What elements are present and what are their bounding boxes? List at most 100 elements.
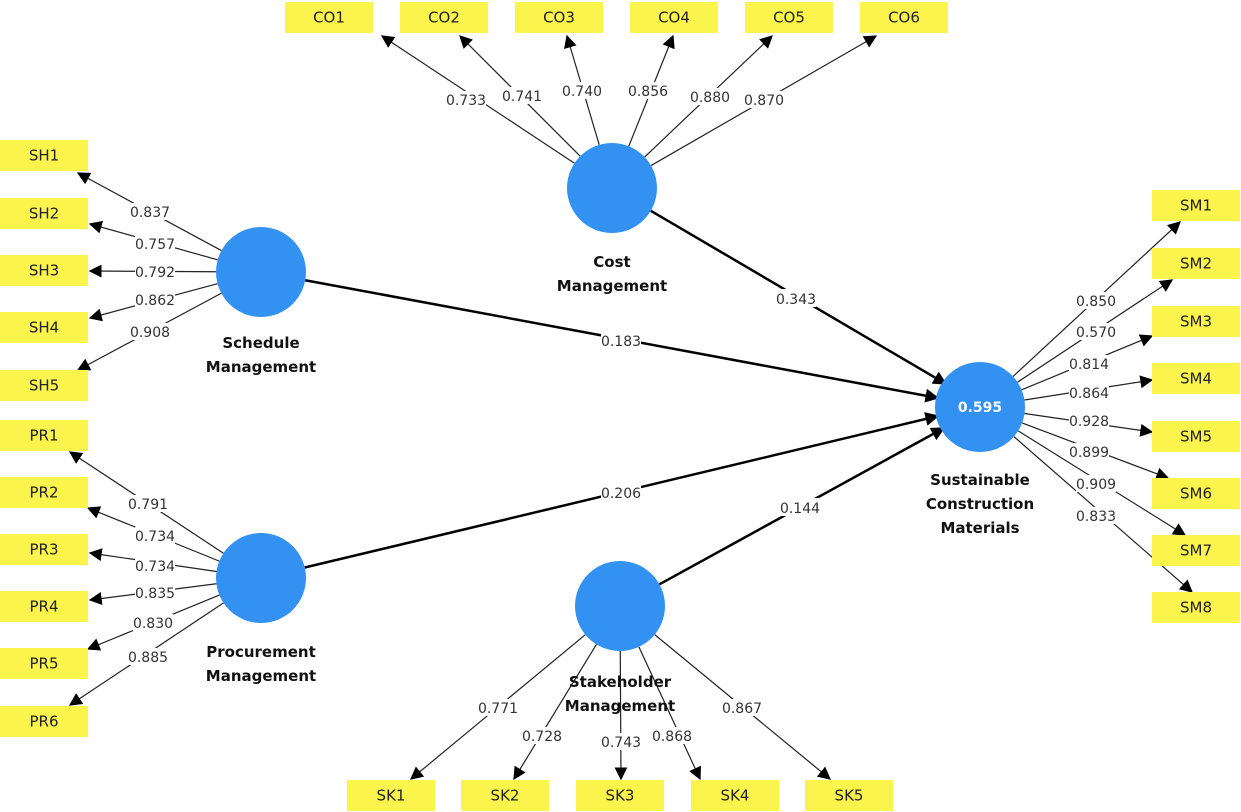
path-coefficient: 0.343 <box>776 292 816 308</box>
indicator-label: SH2 <box>29 205 59 223</box>
indicator-box-sm7[interactable] <box>1152 535 1240 566</box>
indicator-box-sk2[interactable] <box>461 780 549 811</box>
indicator-box-sm1[interactable] <box>1152 190 1240 221</box>
loading-value-bg <box>1076 292 1116 309</box>
indicator-label: PR5 <box>29 655 58 673</box>
outer-loading-value: 0.864 <box>1069 386 1109 402</box>
indicator-box-sk4[interactable] <box>691 780 779 811</box>
indicator-box-sm4[interactable] <box>1152 363 1240 394</box>
indicator-box-co2[interactable] <box>400 2 488 33</box>
outer-loading-value: 0.792 <box>135 265 175 281</box>
path-coefficient-bg <box>776 289 816 307</box>
indicator-box-pr4[interactable] <box>0 591 88 622</box>
indicator-label: SK3 <box>606 787 635 805</box>
indicator-box-sk3[interactable] <box>576 780 664 811</box>
indicator-box-sk5[interactable] <box>805 780 893 811</box>
path-coefficient: 0.206 <box>601 486 641 502</box>
construct-label: Management <box>206 667 316 685</box>
path-coefficient-bg <box>780 498 820 516</box>
loading-value-bg <box>562 82 602 99</box>
indicator-box-sm3[interactable] <box>1152 306 1240 337</box>
construct-node-stk[interactable] <box>575 561 665 651</box>
construct-label: Procurement <box>206 643 316 661</box>
outer-loading-value: 0.734 <box>135 529 175 545</box>
indicator-box-sm6[interactable] <box>1152 478 1240 509</box>
indicator-label: CO5 <box>773 9 805 27</box>
loading-arrow-sk2 <box>513 644 598 781</box>
indicator-label: SH4 <box>29 319 59 337</box>
indicator-box-sk1[interactable] <box>347 780 435 811</box>
indicator-box-co4[interactable] <box>630 2 718 33</box>
loading-value-bg <box>1076 507 1116 524</box>
loading-value-bg <box>135 557 175 574</box>
outer-loading-value: 0.856 <box>628 84 668 100</box>
construct-label: Sustainable <box>930 471 1030 489</box>
indicator-box-pr6[interactable] <box>0 706 88 737</box>
indicator-label: SM8 <box>1180 599 1212 617</box>
loading-value-bg <box>1069 443 1109 460</box>
construct-label: Management <box>565 697 675 715</box>
indicator-box-co1[interactable] <box>285 2 373 33</box>
loading-value-bg <box>1069 384 1109 401</box>
construct-node-prc[interactable] <box>216 533 306 623</box>
loading-value-bg <box>128 495 168 512</box>
indicator-box-pr1[interactable] <box>0 420 88 451</box>
outer-loading-value: 0.899 <box>1069 445 1109 461</box>
indicator-box-pr2[interactable] <box>0 477 88 508</box>
outer-loading-value: 0.835 <box>135 586 175 602</box>
outer-loading-value: 0.850 <box>1076 294 1116 310</box>
outer-loading-value: 0.757 <box>135 237 175 253</box>
outer-loading-value: 0.885 <box>128 650 168 666</box>
indicator-label: CO2 <box>428 9 460 27</box>
loading-value-bg <box>130 203 170 220</box>
r-squared-value: 0.595 <box>958 400 1002 416</box>
construct-label: Cost <box>593 253 630 271</box>
indicator-box-sh5[interactable] <box>0 370 88 401</box>
indicator-box-co3[interactable] <box>515 2 603 33</box>
construct-node-scm[interactable] <box>935 362 1025 452</box>
loading-value-bg <box>1076 323 1116 340</box>
construct-label: Management <box>206 358 316 376</box>
indicator-box-sh3[interactable] <box>0 255 88 286</box>
construct-label: Schedule <box>222 334 299 352</box>
loading-arrow-sk4 <box>638 646 701 781</box>
construct-node-cm[interactable] <box>567 143 657 233</box>
indicator-box-sh4[interactable] <box>0 312 88 343</box>
indicator-box-sh2[interactable] <box>0 198 88 229</box>
indicator-label: SM6 <box>1180 485 1212 503</box>
loading-value-bg <box>128 648 168 665</box>
indicator-box-co5[interactable] <box>745 2 833 33</box>
construct-node-sch[interactable] <box>216 227 306 317</box>
indicator-box-pr3[interactable] <box>0 534 88 565</box>
indicator-box-sh1[interactable] <box>0 140 88 171</box>
loading-value-bg <box>130 323 170 340</box>
loading-value-bg <box>652 727 692 744</box>
loading-value-bg <box>1076 475 1116 492</box>
indicator-box-sm5[interactable] <box>1152 421 1240 452</box>
loading-value-bg <box>502 87 542 104</box>
path-coefficient-bg <box>601 483 641 501</box>
loading-value-bg <box>628 82 668 99</box>
indicator-label: SM2 <box>1180 255 1212 273</box>
construct-label: Construction <box>926 495 1034 513</box>
indicator-box-co6[interactable] <box>860 2 948 33</box>
loading-value-bg <box>135 263 175 280</box>
indicator-label: PR1 <box>29 427 58 445</box>
loading-value-bg <box>135 291 175 308</box>
loading-value-bg <box>135 584 175 601</box>
outer-loading-value: 0.570 <box>1076 325 1116 341</box>
outer-loading-value: 0.733 <box>446 93 486 109</box>
indicator-box-pr5[interactable] <box>0 648 88 679</box>
indicator-label: SK1 <box>377 787 406 805</box>
indicator-label: SM3 <box>1180 313 1212 331</box>
loading-value-bg <box>133 614 173 631</box>
loading-value-bg <box>446 91 486 108</box>
loading-arrow-sk3 <box>614 650 628 781</box>
indicator-box-sm2[interactable] <box>1152 248 1240 279</box>
outer-loading-value: 0.740 <box>562 84 602 100</box>
loading-value-bg <box>690 88 730 105</box>
outer-loading-value: 0.791 <box>128 497 168 513</box>
outer-loading-value: 0.743 <box>601 735 641 751</box>
indicator-box-sm8[interactable] <box>1152 592 1240 623</box>
